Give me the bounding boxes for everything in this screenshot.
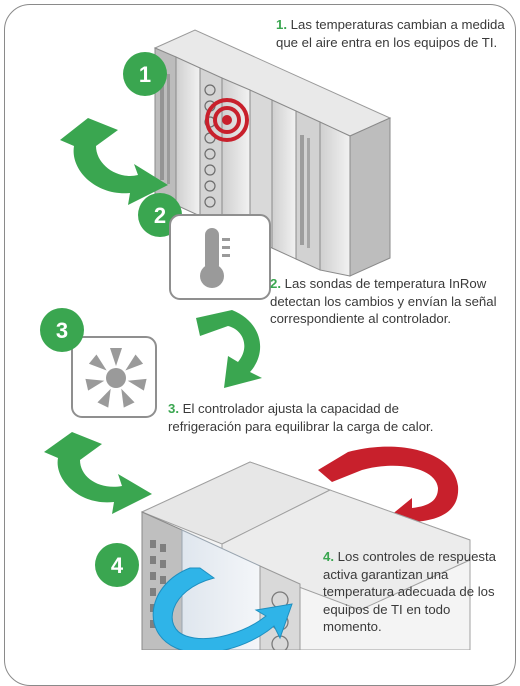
svg-text:2: 2 bbox=[154, 203, 166, 228]
inrow-cooling-rack bbox=[140, 461, 471, 650]
step-1-caption: 1. Las temperaturas cambian a medida que… bbox=[276, 16, 506, 51]
red-arrow bbox=[318, 446, 459, 534]
step-1-number-label: 1. bbox=[276, 17, 287, 32]
svg-text:1: 1 bbox=[139, 62, 151, 87]
step-4-number-label: 4. bbox=[323, 549, 334, 564]
green-arrow-2 bbox=[196, 310, 262, 388]
svg-text:4: 4 bbox=[111, 553, 124, 578]
thermometer-icon bbox=[169, 214, 271, 300]
green-arrow-1 bbox=[60, 118, 168, 205]
step-4-badge: 4 bbox=[95, 543, 139, 587]
target-icon bbox=[205, 98, 249, 142]
step-2-text: Las sondas de temperatura InRow detectan… bbox=[270, 276, 497, 326]
step-1-badge: 1 bbox=[123, 52, 167, 96]
step-3-caption: 3. El controlador ajusta la capacidad de… bbox=[168, 400, 458, 435]
step-4-caption: 4. Los controles de respuesta activa gar… bbox=[323, 548, 508, 636]
blue-arrow bbox=[152, 567, 293, 650]
server-rack-row bbox=[153, 29, 392, 277]
step-2-number-label: 2. bbox=[270, 276, 281, 291]
step-1-text: Las temperaturas cambian a medida que el… bbox=[276, 17, 505, 50]
svg-text:3: 3 bbox=[56, 318, 68, 343]
step-4-text: Los controles de respuesta activa garant… bbox=[323, 549, 497, 634]
green-arrow-3 bbox=[44, 432, 152, 514]
step-3-number-label: 3. bbox=[168, 401, 179, 416]
process-illustration: 1 2 3 bbox=[40, 29, 471, 650]
step-3-badge: 3 bbox=[40, 308, 84, 352]
step-3-text: El controlador ajusta la capacidad de re… bbox=[168, 401, 434, 434]
step-2-caption: 2. Las sondas de temperatura InRow detec… bbox=[270, 275, 515, 328]
fan-icon bbox=[71, 336, 157, 418]
